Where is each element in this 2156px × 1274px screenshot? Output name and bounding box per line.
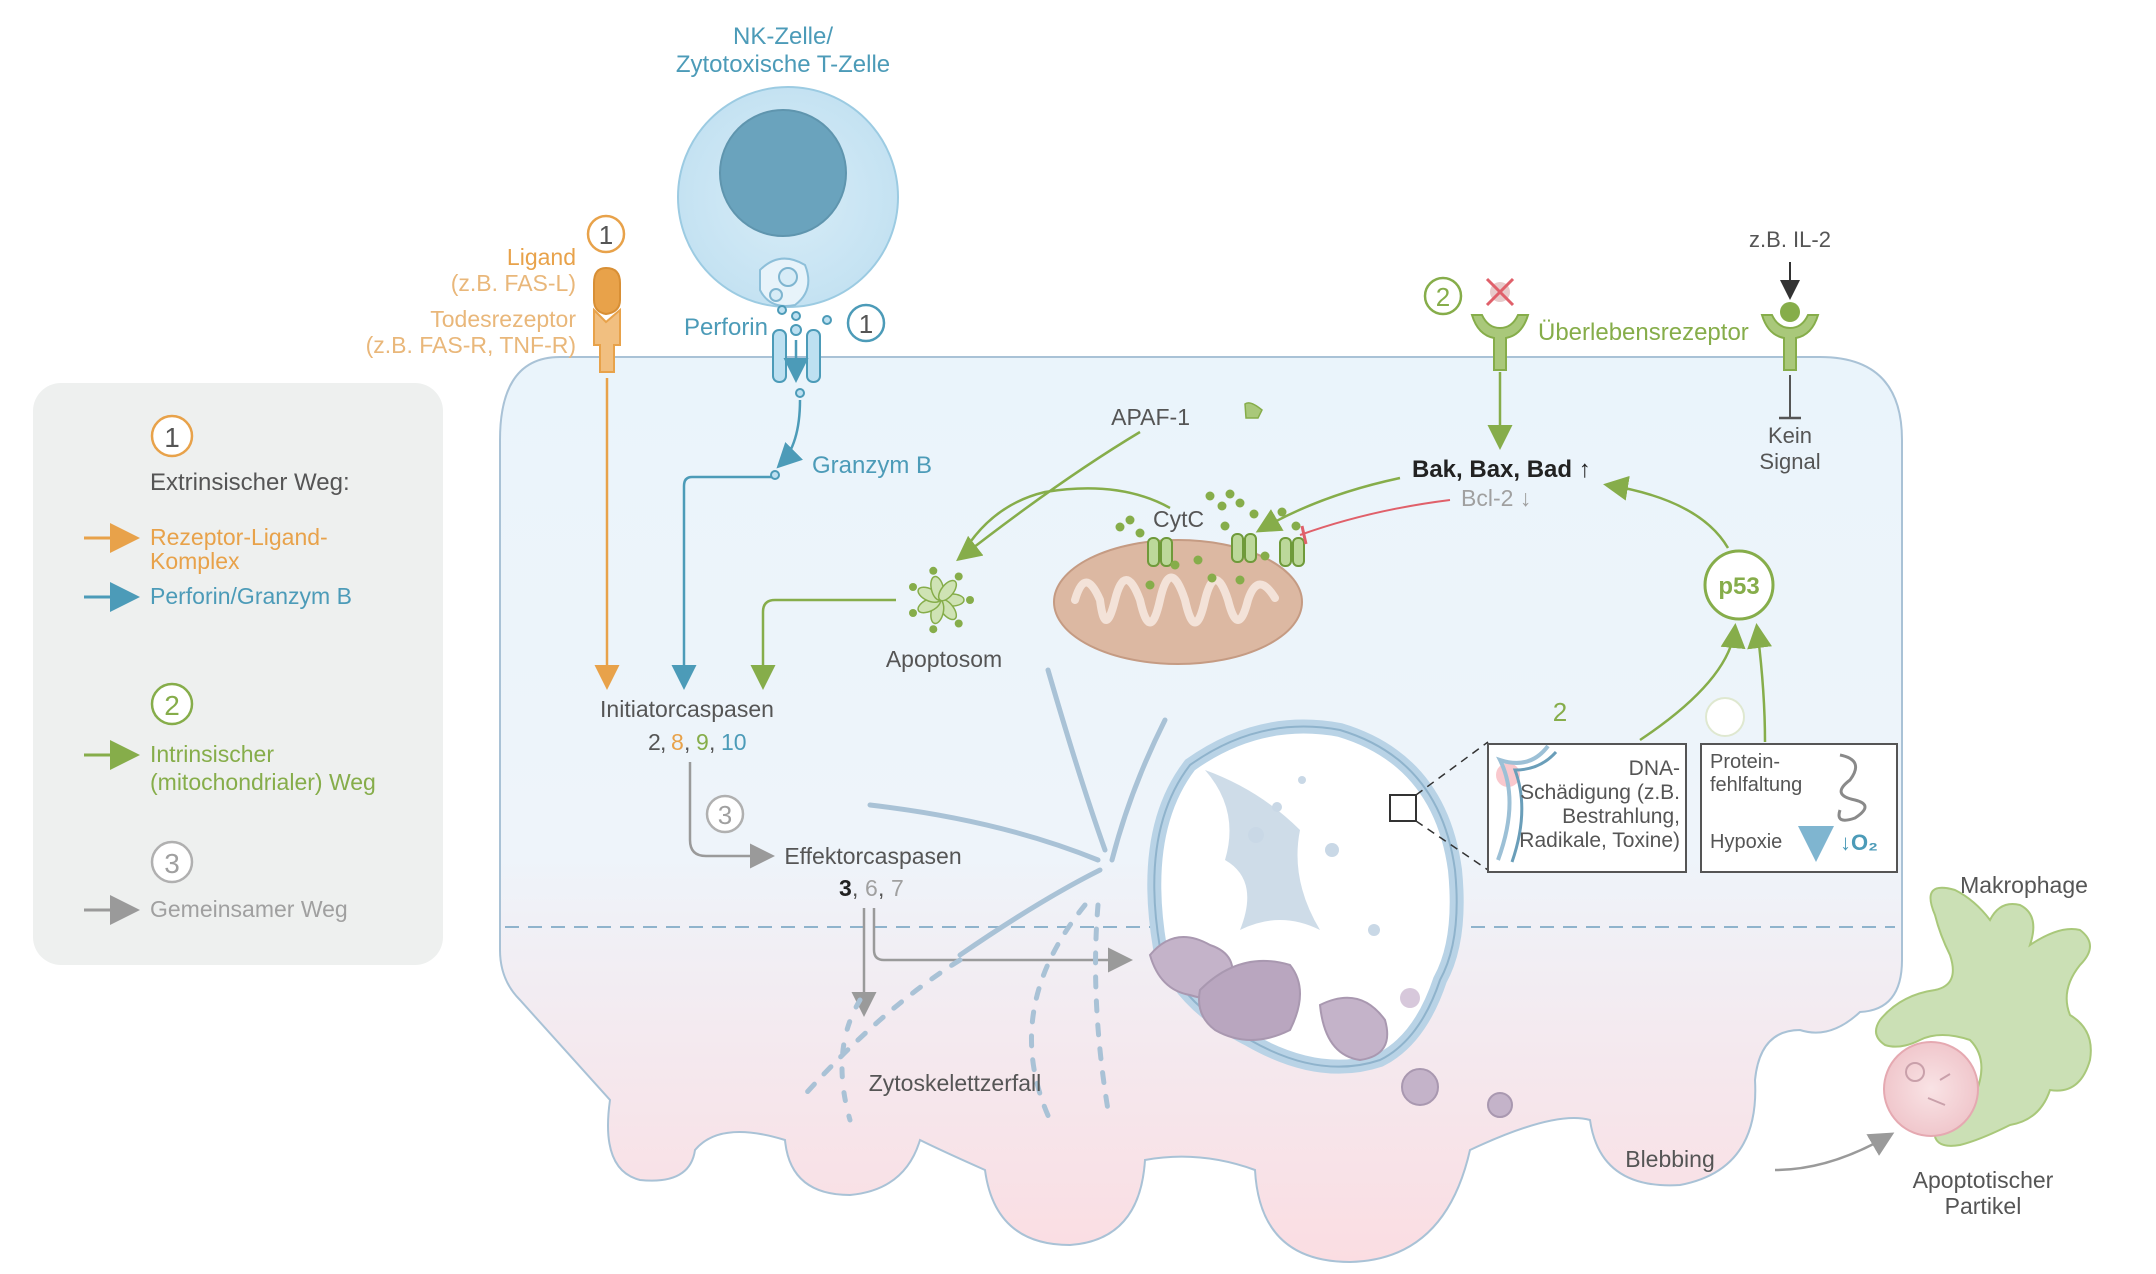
legend-badge-3 <box>150 840 194 884</box>
nk-cell-label-2: Zytotoxische T-Zelle <box>676 51 890 78</box>
protein-hypoxia-box <box>1700 743 1898 873</box>
legend-perforin-granzym: Perforin/Granzym B <box>150 583 352 609</box>
death-receptor-shape <box>593 307 621 373</box>
perforin-label: Perforin <box>684 314 768 341</box>
legend-badge-1 <box>150 414 194 458</box>
svg-text:,: , <box>684 729 690 755</box>
apaf1-icon <box>1244 402 1263 419</box>
survival-receptor-blocked <box>1423 276 1530 371</box>
legend-badge-3-text: 3 <box>164 848 180 879</box>
initiator-caspase-numbers: 2 , 8 , 9 , 10 <box>648 729 747 755</box>
bcl2-label: Bcl-2 ↓ <box>1461 485 1531 511</box>
ligand-example-label: (z.B. FAS-L) <box>451 270 576 296</box>
dna-label-1: DNA- <box>1629 757 1680 780</box>
initiator-num-10: 10 <box>721 729 747 755</box>
badge-3 <box>705 794 745 834</box>
ligand-shape <box>593 266 621 316</box>
svg-text:,: , <box>660 729 666 755</box>
hypoxie-label: Hypoxie <box>1710 831 1782 853</box>
badge-1-ligand <box>586 214 626 254</box>
blebbing-label: Blebbing <box>1625 1146 1715 1172</box>
effector-num-3: 3 <box>839 875 852 901</box>
legend-badge-1-text: 1 <box>164 422 180 453</box>
cytoskeleton-fibers <box>797 667 1168 1123</box>
badge-1-ligand-text: 1 <box>599 220 613 250</box>
death-receptor-label: Todesrezeptor <box>430 306 576 332</box>
nk-cell <box>677 86 899 308</box>
death-receptor-example-label: (z.B. FAS-R, TNF-R) <box>366 332 576 358</box>
initiator-num-8: 8 <box>671 729 684 755</box>
cytc-label: CytC <box>1153 506 1204 532</box>
svg-text:,: , <box>878 875 884 901</box>
legend-badge-2-text: 2 <box>164 690 180 721</box>
signal-label: Signal <box>1759 449 1820 474</box>
apoptotic-body-2 <box>1487 1092 1513 1118</box>
kein-label: Kein <box>1768 423 1812 448</box>
p53-node <box>1703 549 1775 621</box>
legend-extrinsic-title: Extrinsischer Weg: <box>150 469 350 496</box>
makrophage-label: Makrophage <box>1960 872 2088 898</box>
hypoxia-triangle <box>1798 826 1834 862</box>
survival-receptor-label: Überlebensrezeptor <box>1538 319 1749 346</box>
effector-num-6: 6 <box>865 875 878 901</box>
legend-badge-2 <box>150 682 194 726</box>
svg-text:,: , <box>709 729 715 755</box>
svg-text:,: , <box>852 875 858 901</box>
nk-cell-label-1: NK-Zelle/ <box>733 23 833 50</box>
legend-intrinsic-1: Intrinsischer <box>150 741 274 767</box>
initiator-caspases-label: Initiatorcaspasen <box>600 696 774 722</box>
apoptosom-icon <box>909 566 974 634</box>
perforin-pore <box>770 305 832 480</box>
mitochondrion <box>1053 489 1305 665</box>
dna-damage-box <box>1487 743 1687 873</box>
legend-intrinsic-2: (mitochondrialer) Weg <box>150 769 376 795</box>
effector-caspase-numbers: 3 , 6 , 7 <box>839 875 904 901</box>
badge-1-perforin-text: 1 <box>859 309 873 339</box>
p53-label: p53 <box>1718 573 1759 600</box>
dna-marker-2: 2 <box>1553 697 1567 727</box>
badge-3-text: 3 <box>718 800 732 830</box>
badge-2-survival-text: 2 <box>1436 282 1450 312</box>
fragmenting-nucleus <box>1147 719 1464 1074</box>
dna-label-2: Schädigung (z.B. <box>1520 781 1680 804</box>
zoom-marker <box>1389 794 1417 822</box>
granzym-b-label: Granzym B <box>812 452 932 479</box>
death-receptor-complex <box>586 214 626 373</box>
badge-1-perforin <box>846 303 886 343</box>
legend-panel: 1 Extrinsischer Weg: Rezeptor-Ligand- Ko… <box>33 383 443 965</box>
dna-label-4: Radikale, Toxine) <box>1519 829 1680 852</box>
apaf1-label: APAF-1 <box>1111 404 1190 430</box>
bak-bax-bad-label: Bak, Bax, Bad ↑ <box>1412 456 1591 483</box>
particle-label-1: Apoptotischer <box>1913 1167 2054 1193</box>
particle-label-2: Partikel <box>1945 1193 2022 1219</box>
nk-nucleus <box>719 109 847 237</box>
initiator-num-2: 2 <box>648 729 661 755</box>
effector-caspases-label: Effektorcaspasen <box>784 843 961 869</box>
dna-label-3: Bestrahlung, <box>1562 805 1680 828</box>
cytoskeleton-label: Zytoskelettzerfall <box>869 1070 1042 1096</box>
initiator-num-9: 9 <box>696 729 709 755</box>
apoptotic-body-1 <box>1401 1068 1439 1106</box>
makrophage <box>1875 886 2092 1147</box>
survival-receptor-active <box>1760 302 1820 371</box>
apoptosom-label: Apoptosom <box>886 646 1002 672</box>
legend-receptor-ligand-2: Komplex <box>150 548 240 574</box>
effector-num-7: 7 <box>891 875 904 901</box>
o2-label: ↓O₂ <box>1840 830 1878 855</box>
protein-label-2: fehlfaltung <box>1710 774 1802 796</box>
legend-receptor-ligand-1: Rezeptor-Ligand- <box>150 524 328 550</box>
legend-common: Gemeinsamer Weg <box>150 896 348 922</box>
il2-label: z.B. IL-2 <box>1749 227 1831 252</box>
apoptotic-particle <box>1883 1041 1979 1137</box>
ligand-label: Ligand <box>507 244 576 270</box>
protein-label-1: Protein- <box>1710 751 1780 773</box>
